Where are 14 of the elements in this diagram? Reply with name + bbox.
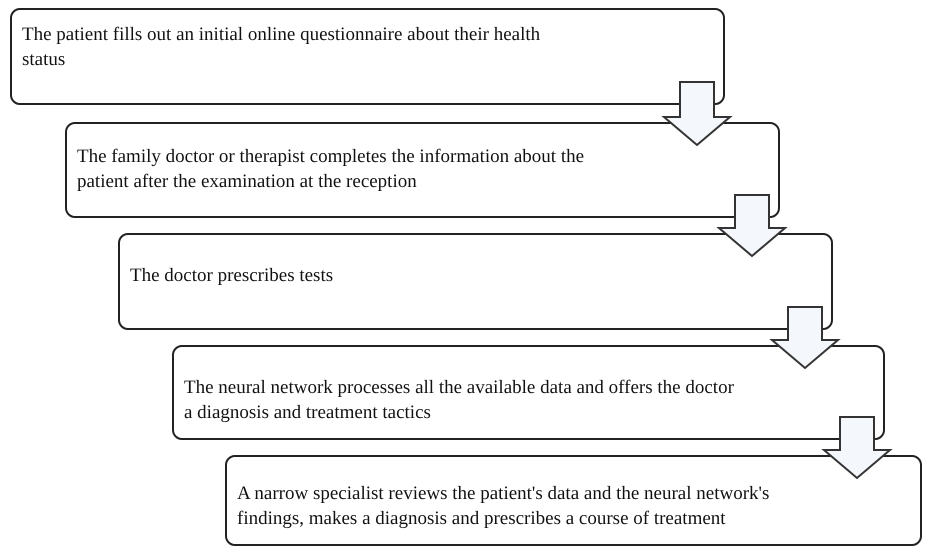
process-box [10, 8, 725, 105]
step-text: The doctor prescribes tests [130, 264, 334, 288]
block-arrow [716, 194, 788, 258]
block-arrow [821, 416, 893, 480]
process-box [225, 455, 922, 546]
step-text: A narrow specialist reviews the patient's data and the neural network's findings, makes a diagnosis and prescribes a course of treatment [237, 482, 770, 531]
step-text: The patient fills out an initial online questionnaire about their health status [22, 23, 542, 72]
block-arrow [661, 81, 733, 146]
step-text: The family doctor or therapist completes the information about the patient after the examination at the reception [77, 145, 586, 194]
process-box [65, 122, 780, 218]
process-box [118, 233, 833, 330]
process-box [172, 345, 885, 440]
block-arrow [769, 306, 841, 370]
step-text: The neural network processes all the available data and offers the doctor a diagnosis and treatment tactics [184, 376, 735, 425]
